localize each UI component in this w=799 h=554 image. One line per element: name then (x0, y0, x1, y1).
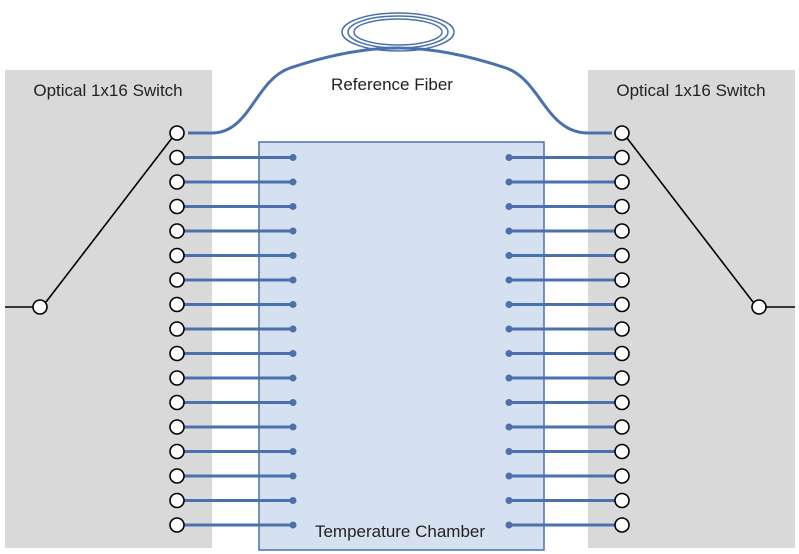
left-fiber-end-16 (289, 521, 297, 529)
fiber-coil-icon (341, 12, 455, 52)
left-fiber-end-3 (289, 203, 297, 210)
right-switch-port-9 (614, 345, 630, 362)
left-fiber-end-5 (289, 252, 297, 259)
right-switch-port-11 (614, 394, 630, 411)
right-fiber-end-4 (505, 227, 513, 235)
left-switch-port-6 (169, 272, 185, 288)
left-switch-port-9 (169, 345, 185, 362)
right-common-port (751, 299, 767, 315)
left-fiber-end-15 (289, 497, 297, 504)
right-switch-arm (626, 137, 754, 303)
left-switch-port-11 (169, 394, 185, 411)
left-fiber-end-12 (289, 423, 297, 431)
left-fiber-end-6 (289, 276, 297, 284)
right-switch-port-12 (614, 419, 630, 435)
right-switch-port-14 (614, 468, 630, 484)
left-switch-port-10 (169, 370, 185, 386)
left-switch-arm (45, 137, 173, 303)
left-fiber-end-14 (289, 472, 297, 480)
right-fiber-end-6 (505, 276, 513, 284)
right-fiber-end-7 (505, 301, 513, 308)
left-fiber-end-8 (289, 325, 297, 333)
right-switch-port-16 (614, 517, 630, 533)
left-common-port (32, 299, 48, 315)
left-switch-port-2 (169, 174, 185, 190)
right-fiber-end-8 (505, 325, 513, 333)
left-fiber-end-10 (289, 374, 297, 382)
left-switch-port-3 (169, 198, 185, 215)
left-fiber-end-1 (289, 154, 297, 161)
left-switch-port-12 (169, 419, 185, 435)
left-fiber-end-13 (289, 448, 297, 455)
right-fiber-end-2 (505, 178, 513, 186)
left-switch-port-16 (169, 517, 185, 533)
right-switch-port-1 (614, 149, 630, 166)
left-switch-label: Optical 1x16 Switch (33, 81, 182, 100)
right-switch-port-6 (614, 272, 630, 288)
left-fiber-end-11 (289, 399, 297, 406)
left-fiber-end-9 (289, 350, 297, 357)
right-fiber-end-16 (505, 521, 513, 529)
right-fiber-end-9 (505, 350, 513, 357)
right-switch-port-8 (614, 321, 630, 337)
left-fiber-end-2 (289, 178, 297, 186)
right-switch-port-13 (614, 443, 630, 460)
left-switch-port-13 (169, 443, 185, 460)
right-switch-port-10 (614, 370, 630, 386)
right-switch-port-7 (614, 296, 630, 313)
right-fiber-end-5 (505, 252, 513, 259)
left-switch-port-8 (169, 321, 185, 337)
right-fiber-end-15 (505, 497, 513, 504)
temperature-chamber (258, 141, 545, 551)
left-fiber-end-4 (289, 227, 297, 235)
right-fiber-end-3 (505, 203, 513, 210)
left-switch-port-1 (169, 149, 185, 166)
reference-fiber-label: Reference Fiber (331, 75, 453, 94)
right-fiber-end-11 (505, 399, 513, 406)
left-switch-port-15 (169, 492, 185, 509)
left-fiber-end-7 (289, 301, 297, 308)
left-switch-port-5 (169, 247, 185, 264)
right-fiber-end-12 (505, 423, 513, 431)
right-fiber-end-14 (505, 472, 513, 480)
temperature-chamber-label: Temperature Chamber (315, 522, 485, 541)
left-switch-port-7 (169, 296, 185, 313)
left-switch-port-4 (169, 223, 185, 239)
right-switch-label: Optical 1x16 Switch (616, 81, 765, 100)
right-switch-port-2 (614, 174, 630, 190)
left-switch-port-14 (169, 468, 185, 484)
right-switch-port-5 (614, 247, 630, 264)
right-fiber-end-10 (505, 374, 513, 382)
right-switch-port-15 (614, 492, 630, 509)
right-fiber-end-13 (505, 448, 513, 455)
right-switch-port-3 (614, 198, 630, 215)
right-switch-port-0 (614, 125, 630, 141)
left-switch-port-0 (169, 125, 185, 141)
right-fiber-end-1 (505, 154, 513, 161)
right-switch-port-4 (614, 223, 630, 239)
